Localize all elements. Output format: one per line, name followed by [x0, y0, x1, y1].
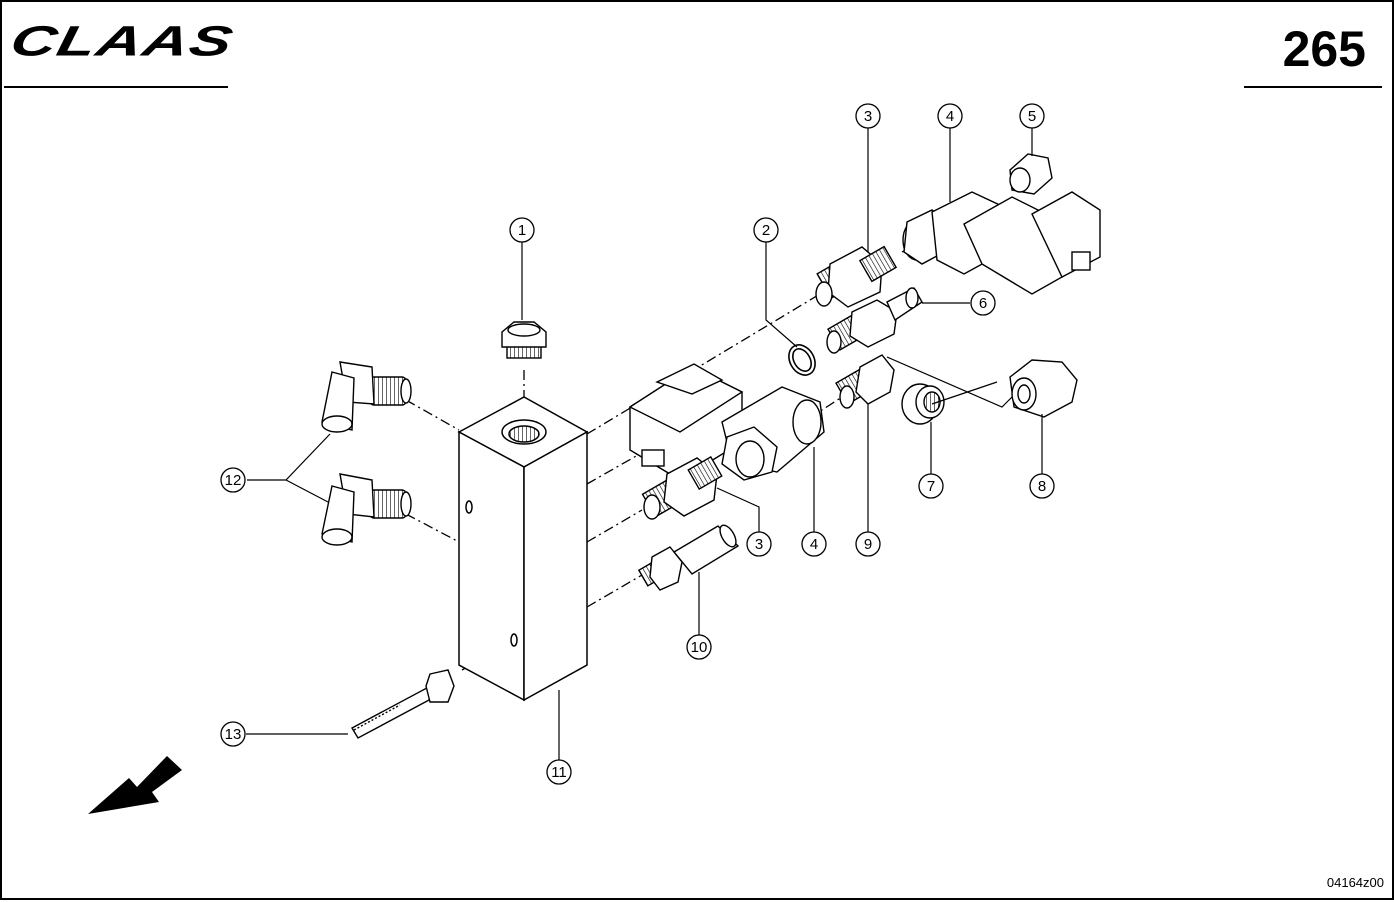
- header-rule-right: [1244, 86, 1382, 88]
- valve-block: [457, 396, 589, 702]
- callout-10-label: 10: [691, 639, 708, 656]
- fitting-3-lower: [641, 456, 723, 520]
- fitting-3-upper: [815, 245, 898, 308]
- callout-11: 11: [546, 759, 572, 785]
- plug-screw-1: [501, 321, 547, 359]
- callout-2: 2: [753, 217, 779, 243]
- callout-9: 9: [855, 531, 881, 557]
- callout-4-lower: 4: [801, 531, 827, 557]
- callout-13: 13: [220, 721, 246, 747]
- sleeve-7: [901, 383, 945, 425]
- angle-fitting-12-upper: [321, 361, 412, 433]
- fitting-9: [835, 354, 895, 409]
- callout-10: 10: [686, 634, 712, 660]
- callout-6-label: 6: [979, 295, 987, 312]
- leader-lines: [246, 126, 1043, 760]
- callout-12: 12: [220, 467, 246, 493]
- callout-12-label: 12: [225, 472, 242, 489]
- callout-9-label: 9: [864, 536, 872, 553]
- callout-3-upper-label: 3: [864, 108, 872, 125]
- fitting-6: [826, 287, 923, 354]
- callout-5-label: 5: [1028, 108, 1036, 125]
- page-number: 265: [1282, 21, 1366, 77]
- callout-1-label: 1: [518, 222, 526, 239]
- callout-1: 1: [509, 217, 535, 243]
- angle-fitting-12-lower: [321, 473, 412, 546]
- callout-2-label: 2: [762, 222, 770, 239]
- callout-7: 7: [918, 473, 944, 499]
- callout-4-upper: 4: [937, 103, 963, 129]
- direction-arrow: [88, 756, 182, 814]
- callout-8: 8: [1029, 473, 1055, 499]
- solenoid-valve-right: [902, 191, 1101, 295]
- drawing-code: 04164z00: [1326, 875, 1384, 890]
- callout-4-upper-label: 4: [946, 108, 954, 125]
- header-rule-left: [4, 86, 228, 88]
- o-ring-2: [788, 344, 816, 376]
- callout-3-lower: 3: [746, 531, 772, 557]
- callout-3-upper: 3: [855, 103, 881, 129]
- callout-7-label: 7: [927, 478, 935, 495]
- hex-bolt-13: [351, 669, 455, 739]
- callout-13-label: 13: [225, 726, 242, 743]
- callout-5: 5: [1019, 103, 1045, 129]
- plug-screw-5: [1009, 153, 1053, 195]
- callout-6: 6: [970, 290, 996, 316]
- callout-8-label: 8: [1038, 478, 1046, 495]
- solenoid-valve-left: [628, 363, 825, 481]
- union-nut-8: [1009, 359, 1078, 418]
- callout-11-label: 11: [551, 764, 567, 781]
- callout-3-lower-label: 3: [755, 536, 763, 553]
- callout-4-lower-label: 4: [810, 536, 818, 553]
- pressure-sensor-10: [637, 524, 740, 591]
